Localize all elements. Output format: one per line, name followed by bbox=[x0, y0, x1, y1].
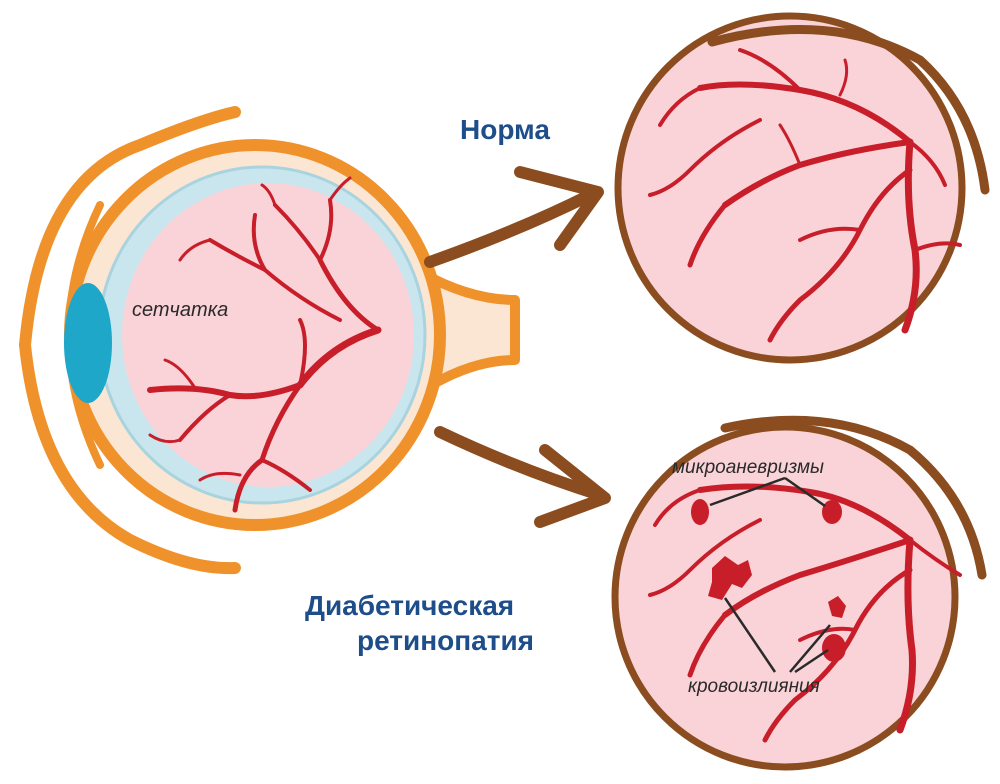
diabetic-fundus-rim bbox=[720, 415, 987, 580]
annotation-pointers bbox=[709, 476, 831, 674]
hemorrhages-label: кровоизлияния bbox=[688, 676, 820, 697]
normal-fundus-rim bbox=[707, 25, 990, 195]
retina-area bbox=[122, 183, 414, 487]
lens bbox=[64, 283, 112, 403]
diabetic-title-line2: ретинопатия bbox=[357, 625, 534, 656]
lower-eyelid bbox=[19, 339, 241, 575]
normal-fundus-circle bbox=[614, 12, 966, 364]
microaneurysm-dot bbox=[822, 500, 842, 524]
retina-label: сетчатка bbox=[132, 299, 228, 321]
hemorrhage-spot bbox=[822, 634, 846, 662]
normal-title: Норма bbox=[460, 114, 550, 145]
eye-blood-vessels bbox=[147, 176, 382, 513]
arrow-icon bbox=[424, 189, 596, 268]
microaneurysms-label: микроаневризмы bbox=[672, 457, 824, 478]
microaneurysm-dot bbox=[691, 499, 709, 525]
upper-eyelid bbox=[19, 106, 241, 351]
arrow-to-normal bbox=[424, 166, 604, 268]
hemorrhage-spot bbox=[828, 596, 846, 618]
normal-vessels bbox=[648, 48, 962, 343]
eye-cross-section-icon: сетчатка bbox=[19, 106, 520, 575]
arrow-to-diabetic bbox=[434, 426, 611, 528]
arrow-head-normal bbox=[514, 166, 604, 251]
normal-fundus-icon bbox=[614, 12, 990, 364]
diabetic-title-line1: Диабетическая bbox=[305, 590, 514, 621]
arrow-icon bbox=[434, 426, 606, 501]
diabetic-fundus-icon bbox=[611, 415, 987, 771]
hemorrhage-spot bbox=[708, 556, 752, 600]
arrow-head-diabetic bbox=[534, 444, 611, 528]
